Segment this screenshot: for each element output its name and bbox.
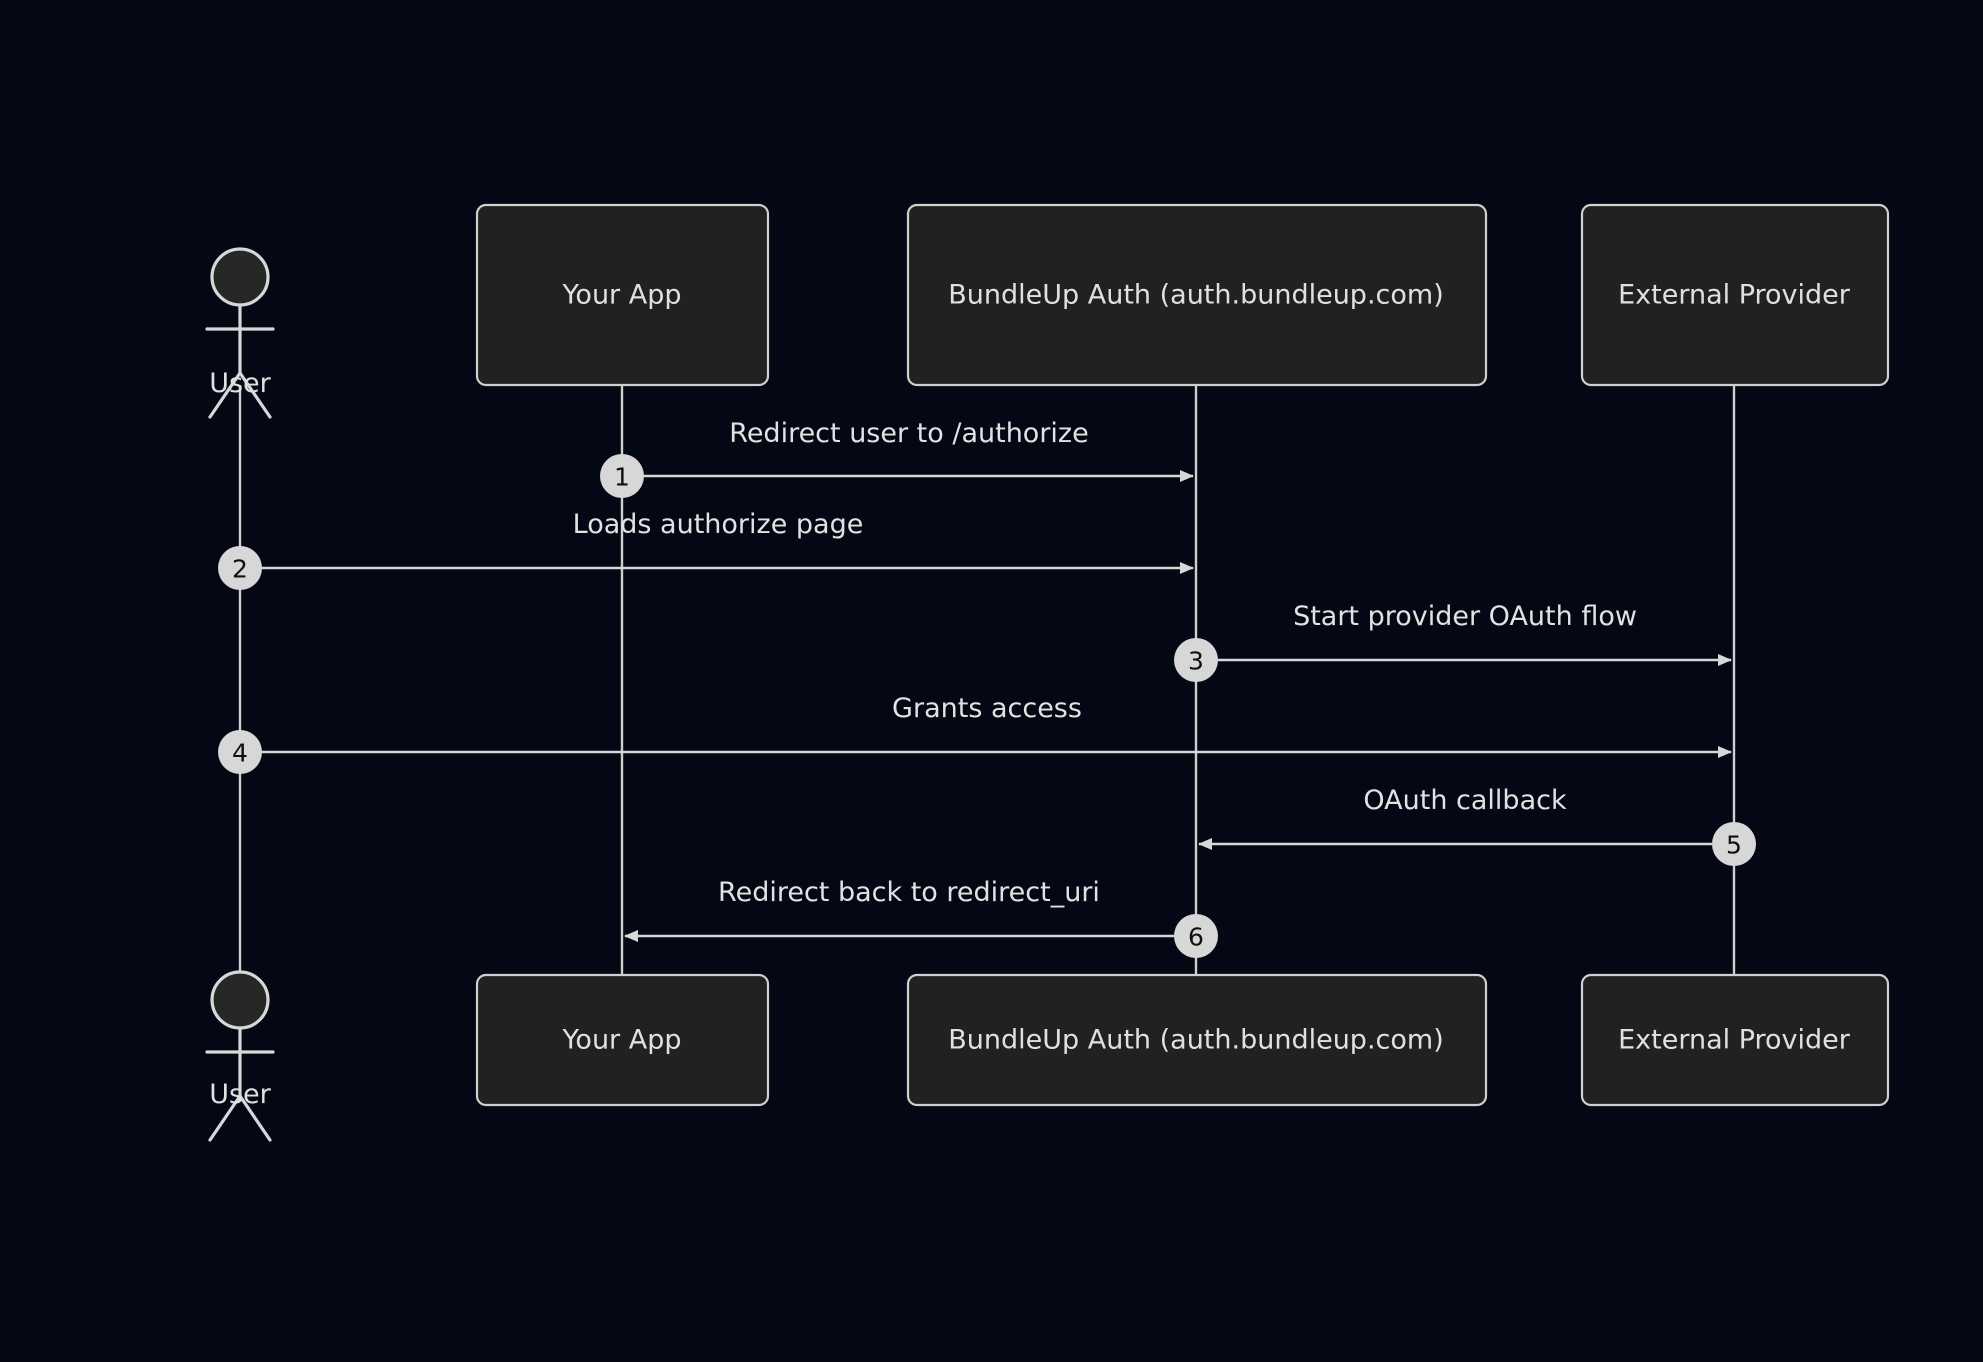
participant-box-rect (906, 203, 1488, 387)
participant-box-auth-top[interactable]: BundleUp Auth (auth.bundleup.com) (906, 203, 1488, 387)
message-number-badge[interactable] (1712, 822, 1756, 866)
message-number-badge[interactable] (1174, 914, 1218, 958)
actor-head-icon (210, 970, 270, 1030)
message-5[interactable]: OAuth callback 5 (1198, 785, 1756, 866)
participant-label: Your App (562, 280, 682, 311)
actor-leg-right-icon (238, 371, 272, 419)
actor-user-top[interactable]: User (205, 247, 275, 419)
participant-box-provider-bottom[interactable]: External Provider (1580, 973, 1890, 1107)
message-number-label: 6 (1188, 923, 1204, 952)
message-number-label: 3 (1188, 647, 1204, 676)
message-1[interactable]: Redirect user to /authorize 1 (600, 418, 1194, 498)
message-4[interactable]: Grants access 4 (218, 693, 1732, 774)
message-number-badge[interactable] (1174, 638, 1218, 682)
participant-label: Your App (562, 1025, 682, 1056)
participant-label: External Provider (1618, 1025, 1851, 1056)
message-number-label: 4 (232, 739, 248, 768)
participant-label: BundleUp Auth (auth.bundleup.com) (948, 280, 1443, 311)
participant-box-rect (1580, 203, 1890, 387)
actor-label: User (209, 1079, 271, 1110)
actor-leg-right-icon (238, 1094, 272, 1142)
message-label: OAuth callback (1363, 785, 1567, 816)
participant-box-rect (475, 203, 770, 387)
message-label: Redirect user to /authorize (729, 418, 1088, 449)
actor-user-bottom[interactable]: User (205, 970, 275, 1142)
message-label: Start provider OAuth flow (1293, 601, 1637, 632)
participant-box-app-bottom[interactable]: Your App (475, 973, 770, 1107)
message-label: Grants access (892, 693, 1082, 724)
message-number-label: 5 (1726, 831, 1742, 860)
message-3[interactable]: Start provider OAuth flow 3 (1174, 601, 1732, 682)
participant-box-app-top[interactable]: Your App (475, 203, 770, 387)
participant-box-rect (475, 973, 770, 1107)
participant-box-rect (1580, 973, 1890, 1107)
actor-label: User (209, 368, 271, 399)
message-2[interactable]: Loads authorize page 2 (218, 509, 1194, 590)
participant-label: BundleUp Auth (auth.bundleup.com) (948, 1025, 1443, 1056)
participant-box-rect (906, 973, 1488, 1107)
participant-box-auth-bottom[interactable]: BundleUp Auth (auth.bundleup.com) (906, 973, 1488, 1107)
participant-label: External Provider (1618, 280, 1851, 311)
actor-leg-left-icon (208, 371, 242, 419)
message-label: Loads authorize page (573, 509, 864, 540)
message-number-badge[interactable] (218, 730, 262, 774)
message-number-label: 1 (614, 463, 630, 492)
message-number-label: 2 (232, 555, 248, 584)
actor-head-icon (210, 247, 270, 307)
message-number-badge[interactable] (600, 454, 644, 498)
participant-box-provider-top[interactable]: External Provider (1580, 203, 1890, 387)
message-label: Redirect back to redirect_uri (718, 877, 1100, 908)
message-6[interactable]: Redirect back to redirect_uri 6 (624, 877, 1218, 958)
message-number-badge[interactable] (218, 546, 262, 590)
actor-leg-left-icon (208, 1094, 242, 1142)
